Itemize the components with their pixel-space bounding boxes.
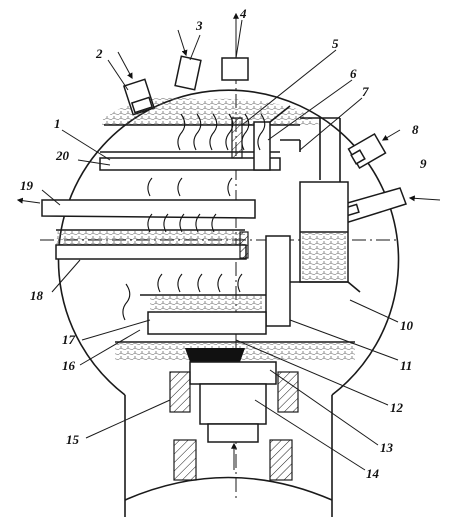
label-5: 5 xyxy=(332,36,339,51)
label-19: 19 xyxy=(20,178,34,193)
inclined-pipe-19 xyxy=(16,197,256,219)
label-3: 3 xyxy=(195,18,203,33)
label-18: 18 xyxy=(30,288,44,303)
supports-15 xyxy=(169,371,299,481)
label-14: 14 xyxy=(366,466,380,481)
label-15: 15 xyxy=(66,432,80,447)
nozzle-2 xyxy=(117,51,156,116)
nozzle-8 xyxy=(347,129,401,170)
label-12: 12 xyxy=(390,400,404,415)
label-13: 13 xyxy=(380,440,394,455)
downcomer-6-7 xyxy=(253,105,341,182)
leader-lines xyxy=(41,19,399,471)
bottom-plate xyxy=(115,341,355,362)
riser-10 xyxy=(265,181,361,327)
label-9: 9 xyxy=(420,156,427,171)
label-2: 2 xyxy=(95,46,103,61)
burner-13-14 xyxy=(189,361,277,470)
label-20: 20 xyxy=(55,148,70,163)
label-8: 8 xyxy=(412,122,419,137)
label-11: 11 xyxy=(400,358,412,373)
tray-18 xyxy=(55,229,249,260)
upper-tray xyxy=(99,117,301,171)
label-10: 10 xyxy=(400,318,414,333)
label-16: 16 xyxy=(62,358,76,373)
label-1: 1 xyxy=(54,116,61,131)
label-4: 4 xyxy=(239,6,247,21)
part-labels: 1 2 3 4 5 6 7 8 9 10 11 12 13 14 15 16 1… xyxy=(20,6,427,481)
nozzle-3 xyxy=(174,29,202,91)
label-7: 7 xyxy=(362,84,369,99)
label-6: 6 xyxy=(350,66,357,81)
tray-16-17 xyxy=(122,273,267,335)
label-17: 17 xyxy=(62,332,76,347)
outlet-4 xyxy=(221,12,249,81)
